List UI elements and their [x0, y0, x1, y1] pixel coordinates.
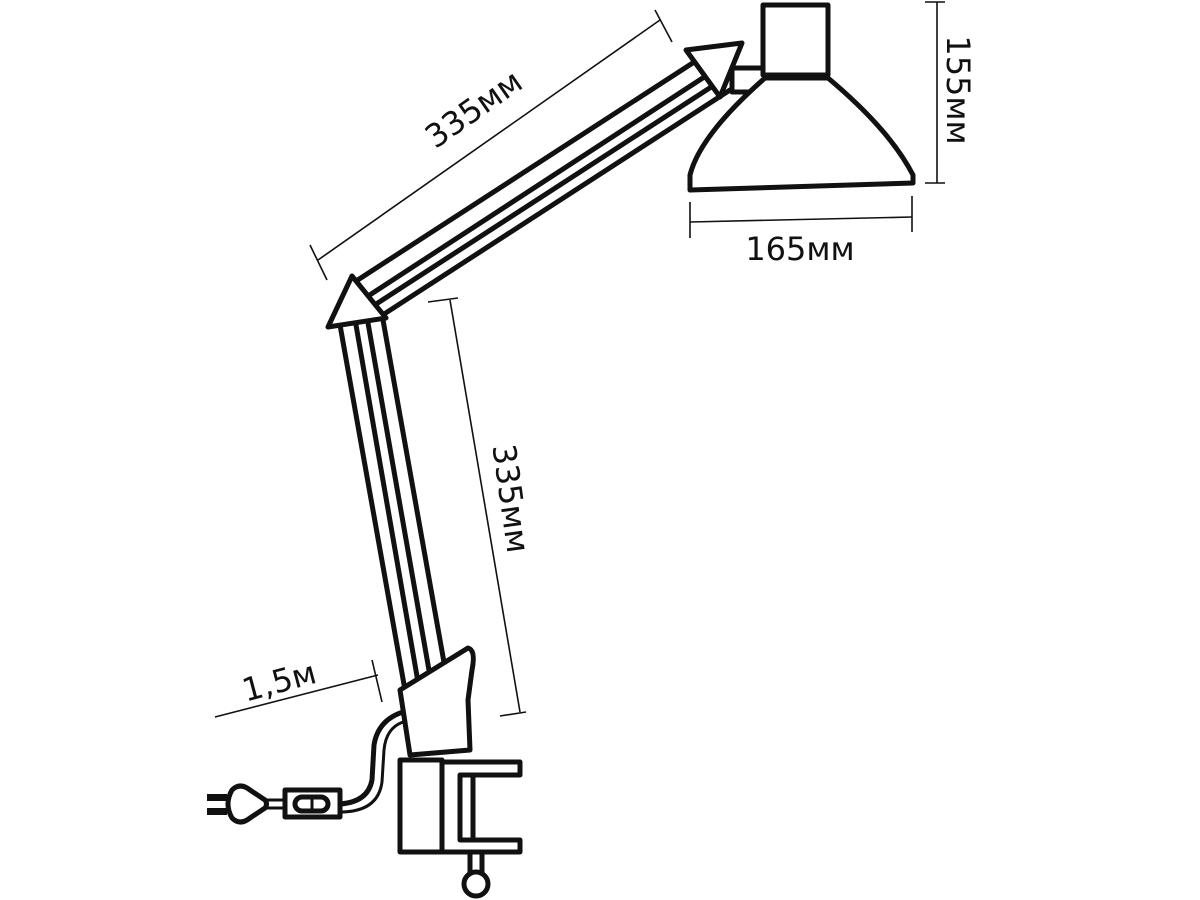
lamp-shade	[687, 75, 916, 193]
upper-joint	[683, 40, 745, 100]
lower-arm-length-label: 335мм	[484, 442, 537, 556]
dimension-shade-width: 165мм	[689, 196, 913, 268]
clamp-screw-knob	[461, 869, 491, 899]
dimension-shade-height: 155мм	[925, 1, 977, 184]
dimension-cord-length: 1,5м	[214, 653, 383, 718]
lower-joint	[325, 273, 389, 330]
shade-width-label: 165мм	[745, 230, 854, 268]
shade-height-label: 155мм	[939, 35, 977, 144]
power-cord	[207, 709, 406, 825]
lower-arm	[337, 317, 448, 693]
plug	[225, 783, 269, 825]
upper-arm	[347, 52, 733, 321]
plug-prong	[207, 808, 227, 815]
clamp	[397, 757, 523, 899]
arm-base	[397, 645, 476, 758]
shade-socket	[760, 2, 831, 78]
upper-arm-length-label: 335мм	[418, 62, 529, 156]
cord-length-label: 1,5м	[238, 653, 320, 709]
plug-prong	[207, 794, 227, 801]
